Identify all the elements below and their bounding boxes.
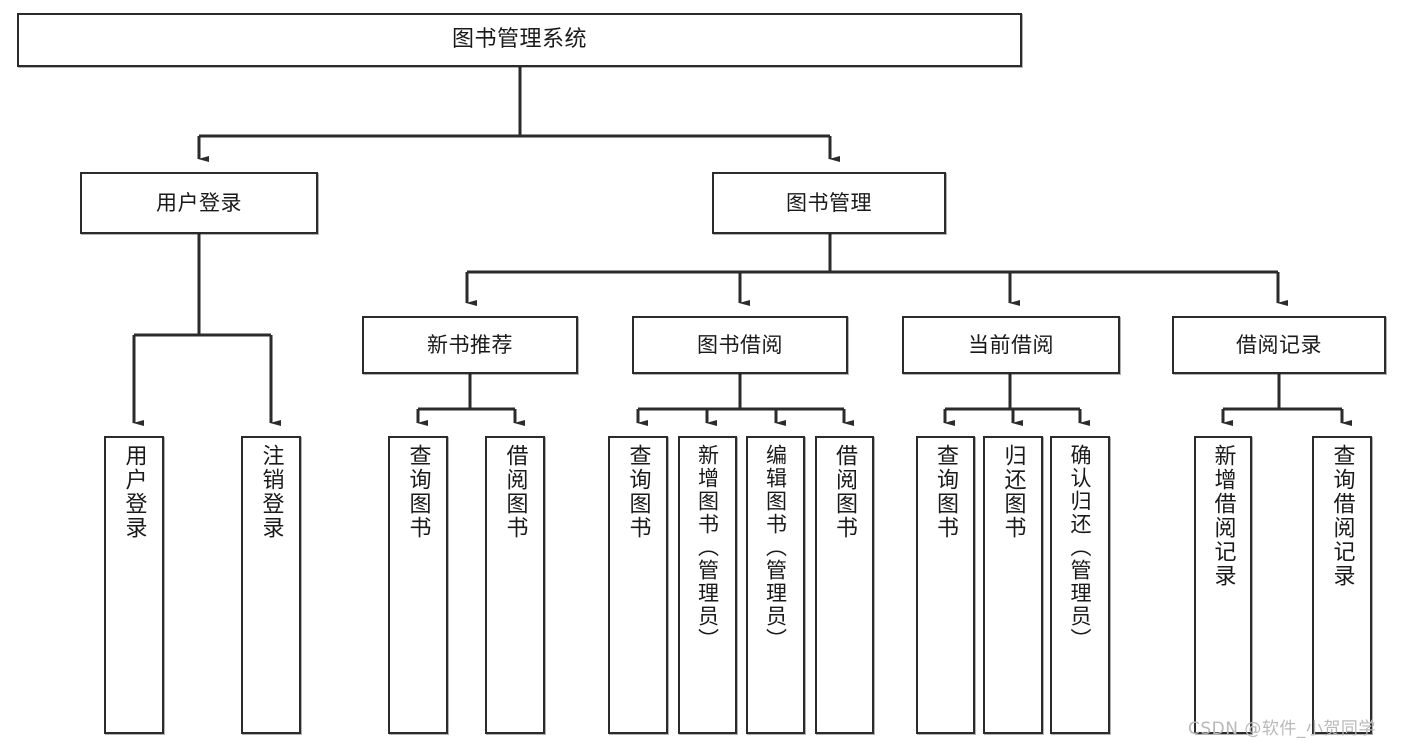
leaf-add-borrow-record[interactable]: 新增借阅记录: [1194, 436, 1252, 734]
node-label: 查询图书: [405, 444, 431, 540]
leaf-confirm-return-admin[interactable]: 确认归还（管理员）: [1050, 436, 1110, 734]
node-label: 查询图书: [625, 444, 651, 540]
node-label: 查询借阅记录: [1329, 444, 1355, 588]
node-label: 图书管理: [786, 190, 872, 215]
node-label: 图书借阅: [697, 332, 783, 357]
leaf-return-book[interactable]: 归还图书: [983, 436, 1043, 734]
leaf-logout[interactable]: 注销登录: [241, 436, 301, 734]
leaf-user-login[interactable]: 用户登录: [104, 436, 164, 734]
leaf-edit-book-admin[interactable]: 编辑图书（管理员）: [746, 436, 805, 734]
leaf-query-book-recommend[interactable]: 查询图书: [388, 436, 448, 734]
node-label: 新增借阅记录: [1210, 444, 1236, 588]
leaf-borrow-book-recommend[interactable]: 借阅图书: [485, 436, 545, 734]
leaf-query-borrow-record[interactable]: 查询借阅记录: [1312, 436, 1372, 734]
node-label: 借阅图书: [832, 444, 858, 540]
node-root[interactable]: 图书管理系统: [17, 13, 1022, 67]
node-label: 新书推荐: [427, 332, 513, 357]
node-label: 查询图书: [933, 444, 959, 540]
node-label: 当前借阅: [968, 332, 1054, 357]
node-label: 新增图书（管理员）: [695, 444, 720, 651]
node-label: 编辑图书（管理员）: [763, 444, 788, 651]
node-label: 注销登录: [258, 444, 284, 540]
node-label: 用户登录: [156, 190, 242, 215]
node-label: 确认归还（管理员）: [1068, 444, 1093, 651]
node-new-book-recommend[interactable]: 新书推荐: [362, 316, 578, 374]
node-book-manage[interactable]: 图书管理: [712, 172, 946, 234]
node-borrow-record[interactable]: 借阅记录: [1172, 316, 1386, 374]
node-label: 借阅记录: [1236, 332, 1322, 357]
csdn-watermark: CSDN @软件_小贺同学: [1188, 719, 1376, 739]
leaf-borrow-book-borrow[interactable]: 借阅图书: [815, 436, 874, 734]
leaf-query-book-borrow[interactable]: 查询图书: [608, 436, 668, 734]
node-label: 归还图书: [1000, 444, 1026, 540]
leaf-add-book-admin[interactable]: 新增图书（管理员）: [678, 436, 737, 734]
node-label: 借阅图书: [502, 444, 528, 540]
node-current-borrow[interactable]: 当前借阅: [902, 316, 1120, 374]
node-user-login[interactable]: 用户登录: [80, 172, 318, 234]
node-label: 用户登录: [121, 444, 147, 540]
node-book-borrow[interactable]: 图书借阅: [632, 316, 848, 374]
leaf-query-book-current[interactable]: 查询图书: [916, 436, 975, 734]
node-label: 图书管理系统: [451, 27, 587, 53]
